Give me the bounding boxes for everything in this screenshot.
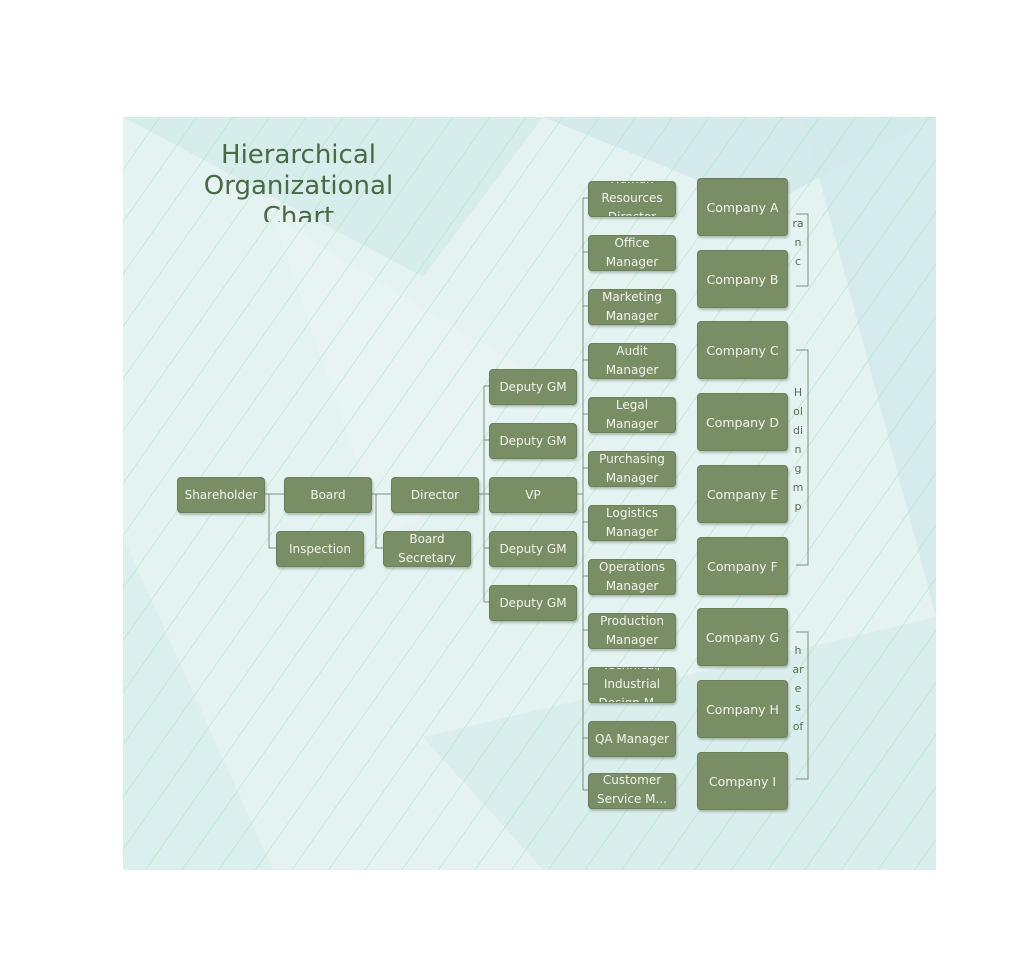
company-node[interactable]: Company I	[697, 752, 788, 810]
company-node[interactable]: Company A	[697, 178, 788, 236]
node-label: QA Manager	[594, 731, 670, 746]
node-label: Deputy GM	[499, 595, 567, 610]
manager-node-operations[interactable]: Operations Manager	[588, 559, 676, 595]
manager-node-technical-design[interactable]: Technical/ Industrial Design M...	[588, 667, 676, 703]
node-label: Technical/ Industrial Design M...	[598, 668, 666, 703]
node-label: Office Manager	[605, 236, 659, 269]
company-node[interactable]: Company F	[697, 537, 788, 595]
node-label: Deputy GM	[499, 433, 567, 448]
node-label: Company B	[706, 271, 779, 287]
node-label: Human Resources Director	[601, 182, 663, 217]
manager-node-legal[interactable]: Legal Manager	[588, 397, 676, 433]
vp-node[interactable]: VP	[489, 477, 577, 513]
node-label: Legal Manager	[605, 398, 659, 431]
node-label: Logistics Manager	[605, 506, 659, 539]
node-label: Company E	[706, 486, 779, 502]
company-node[interactable]: Company C	[697, 321, 788, 379]
manager-node-purchasing[interactable]: Purchasing Manager	[588, 451, 676, 487]
board-secretary-node[interactable]: Board Secretary	[383, 531, 471, 567]
node-label: Marketing Manager	[602, 290, 662, 323]
node-label: Customer Service M...	[597, 773, 667, 806]
node-label: Company H	[706, 701, 779, 717]
node-label: Audit Manager	[605, 344, 659, 377]
node-label: Company G	[705, 629, 780, 645]
node-label: Deputy GM	[499, 379, 567, 394]
deputy-gm-node[interactable]: Deputy GM	[489, 585, 577, 621]
inspection-node[interactable]: Inspection	[276, 531, 364, 567]
manager-node-logistics[interactable]: Logistics Manager	[588, 505, 676, 541]
manager-node-production[interactable]: Production Manager	[588, 613, 676, 649]
node-label: Board	[310, 487, 346, 502]
diagram-title: Hierarchical Organizational Chart	[196, 140, 401, 222]
node-label: Company I	[708, 773, 777, 789]
node-label: Inspection	[289, 541, 351, 556]
company-node[interactable]: Company E	[697, 465, 788, 523]
node-label: Company C	[706, 342, 779, 358]
company-node[interactable]: Company B	[697, 250, 788, 308]
manager-node-customer-service[interactable]: Customer Service M...	[588, 773, 676, 809]
manager-node-hr-director[interactable]: Human Resources Director	[588, 181, 676, 217]
node-label: Shareholder	[184, 487, 258, 502]
company-node[interactable]: Company H	[697, 680, 788, 738]
manager-node-office[interactable]: Office Manager	[588, 235, 676, 271]
node-label: Company D	[705, 414, 780, 430]
title-line: Chart	[262, 202, 335, 222]
node-label: Purchasing Manager	[599, 452, 665, 485]
deputy-gm-node[interactable]: Deputy GM	[489, 423, 577, 459]
group-label: hares of	[792, 644, 804, 733]
deputy-gm-node[interactable]: Deputy GM	[489, 369, 577, 405]
board-node[interactable]: Board	[284, 477, 372, 513]
title-line: Organizational	[203, 171, 394, 201]
node-label: Company A	[706, 199, 779, 215]
node-label: Board Secretary	[398, 532, 456, 565]
node-label: Production Manager	[600, 614, 664, 647]
shareholder-node[interactable]: Shareholder	[177, 477, 265, 513]
manager-node-qa[interactable]: QA Manager	[588, 721, 676, 757]
company-node[interactable]: Company D	[697, 393, 788, 451]
group-label: Holdingmp	[792, 386, 804, 513]
title-line: Hierarchical	[221, 140, 376, 170]
manager-node-audit[interactable]: Audit Manager	[588, 343, 676, 379]
node-label: Operations Manager	[599, 560, 665, 593]
manager-node-marketing[interactable]: Marketing Manager	[588, 289, 676, 325]
node-label: Deputy GM	[499, 541, 567, 556]
director-node[interactable]: Director	[391, 477, 479, 513]
company-node[interactable]: Company G	[697, 608, 788, 666]
group-label: ranc	[792, 217, 804, 268]
node-label: Director	[410, 487, 460, 502]
node-label: Company F	[707, 558, 778, 574]
deputy-gm-node[interactable]: Deputy GM	[489, 531, 577, 567]
node-label: VP	[525, 487, 541, 502]
